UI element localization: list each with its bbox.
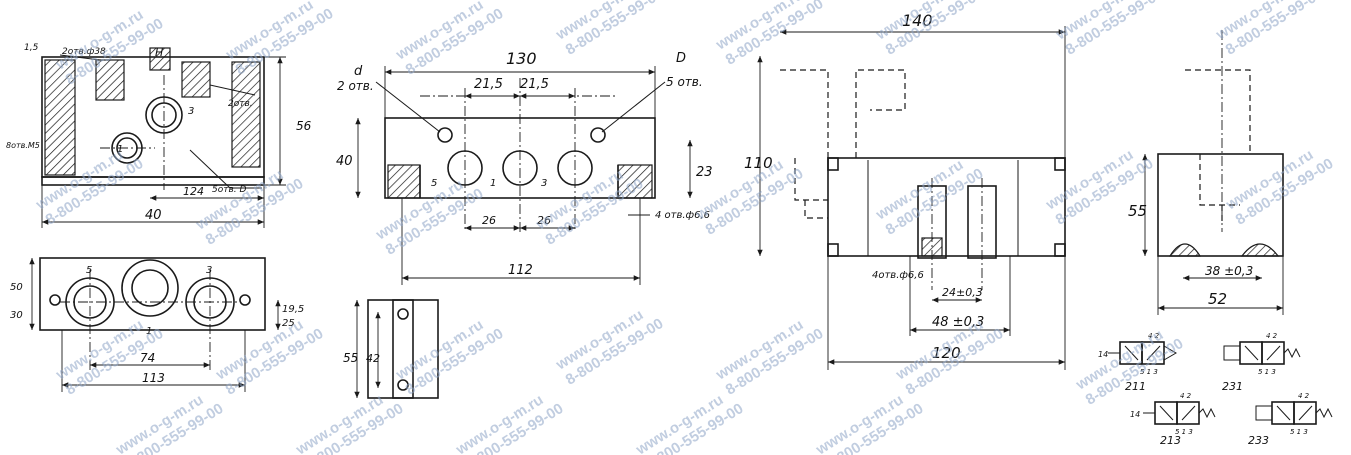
watermark-text: www.o-g-m.ru8-800-555-99-00 xyxy=(212,316,326,398)
dim-right-bottom: 120 xyxy=(932,344,961,362)
dim-right-pitch: 24±0,3 xyxy=(942,286,983,299)
watermark-text: www.o-g-m.ru8-800-555-99-00 xyxy=(452,391,566,455)
middle-subplate-view xyxy=(355,66,693,285)
port-5-label: 5 xyxy=(86,265,92,276)
symbol-213 xyxy=(1143,401,1216,425)
symbol-211 xyxy=(1108,341,1177,365)
symbol-211-bottom: 5 1 3 xyxy=(1140,368,1158,376)
mid-port-3: 3 xyxy=(541,178,547,189)
dim-far-height: 55 xyxy=(1128,202,1147,220)
dim-h-right2: 25 xyxy=(282,318,295,329)
callout-d: d xyxy=(354,64,363,79)
watermark-text: www.o-g-m.ru8-800-555-99-00 xyxy=(712,316,826,398)
dim-left-height: 56 xyxy=(296,119,312,133)
dim-far-pitch: 38 ±0,3 xyxy=(1205,264,1253,278)
callout-D-count: 5 отв. xyxy=(666,75,703,89)
dim-left-width: 40 xyxy=(145,208,162,223)
right-valve-view xyxy=(757,26,1066,370)
dim-overall-113: 113 xyxy=(142,371,165,385)
symbol-211-left: 14 xyxy=(1098,350,1108,359)
symbol-code-231: 231 xyxy=(1222,380,1243,393)
watermark-text: www.o-g-m.ru8-800-555-99-00 xyxy=(1212,0,1326,59)
watermark-text: www.o-g-m.ru8-800-555-99-00 xyxy=(1052,0,1166,59)
watermark-text: www.o-g-m.ru8-800-555-99-00 xyxy=(712,0,826,69)
far-right-view xyxy=(1142,30,1284,315)
symbol-233 xyxy=(1255,401,1333,425)
callout-d-count: 2 отв. xyxy=(337,79,374,93)
dim-center-spacing: 74 xyxy=(140,351,155,365)
dim-small-inner: 42 xyxy=(366,352,380,365)
watermark-text: www.o-g-m.ru8-800-555-99-00 xyxy=(192,166,306,248)
dim-mid-top: 130 xyxy=(506,49,537,68)
dim-mid-bottom: 112 xyxy=(508,263,533,278)
symbol-code-233: 233 xyxy=(1248,434,1269,447)
callout-left-a: 8отв.М5 xyxy=(6,141,40,150)
symbol-231 xyxy=(1223,341,1301,365)
symbol-213-top: 4 2 xyxy=(1180,392,1192,400)
symbol-code-213: 213 xyxy=(1160,434,1181,447)
symbol-code-211: 211 xyxy=(1125,380,1146,393)
dim-h-right: 19,5 xyxy=(282,304,304,315)
callout-D: D xyxy=(676,51,686,66)
dim-h-left: 50 xyxy=(10,282,23,293)
watermark-text: www.o-g-m.ru8-800-555-99-00 xyxy=(112,391,226,455)
callout-bottom: 5отв. D xyxy=(212,185,247,195)
watermark-text: www.o-g-m.ru8-800-555-99-00 xyxy=(222,0,336,79)
callout-mount-holes-mid: 4 отв.ф6,6 xyxy=(655,210,710,221)
dim-pitch-b: 21,5 xyxy=(520,77,549,92)
port-label-3: 3 xyxy=(188,106,194,117)
symbol-233-bottom: 5 1 3 xyxy=(1290,428,1308,436)
dim-right-span: 48 ±0,3 xyxy=(932,315,984,330)
watermark-text: www.o-g-m.ru8-800-555-99-00 xyxy=(392,0,506,79)
middle-small-view xyxy=(354,299,439,399)
port-label-1: 1 xyxy=(117,144,123,155)
dim-h-left2: 30 xyxy=(10,310,23,321)
symbol-213-left: 14 xyxy=(1130,410,1140,419)
callout-top: 2отв.ф38 xyxy=(62,47,106,57)
left-plan-view xyxy=(29,257,281,392)
dim-far-width: 52 xyxy=(1208,290,1227,308)
watermark-text: www.o-g-m.ru8-800-555-99-00 xyxy=(392,316,506,398)
mid-port-5: 5 xyxy=(431,178,437,189)
watermark-text: www.o-g-m.ru8-800-555-99-00 xyxy=(552,0,666,59)
callout-right: 2отв. xyxy=(228,99,253,109)
dim-small-outer: 55 xyxy=(343,351,358,365)
watermark-text: www.o-g-m.ru8-800-555-99-00 xyxy=(552,306,666,388)
dim-mid-right: 23 xyxy=(696,165,713,180)
port-1-label: 1 xyxy=(146,326,152,337)
symbol-211-top: 4 2 xyxy=(1148,332,1160,340)
symbol-231-bottom: 5 1 3 xyxy=(1258,368,1276,376)
dim-hole-b: 26 xyxy=(537,214,551,227)
watermark-text: www.o-g-m.ru8-800-555-99-00 xyxy=(872,156,986,238)
port-3-label: 3 xyxy=(206,265,212,276)
watermark-text: www.o-g-m.ru8-800-555-99-00 xyxy=(1222,146,1336,228)
watermark-text: www.o-g-m.ru8-800-555-99-00 xyxy=(872,0,986,59)
dim-hole-a: 26 xyxy=(482,214,496,227)
dim-left-inner: 124 xyxy=(183,185,204,198)
watermark-text: www.o-g-m.ru8-800-555-99-00 xyxy=(1072,326,1186,408)
mid-port-1: 1 xyxy=(490,178,496,189)
dim-mid-height: 40 xyxy=(336,154,353,169)
dim-pitch-a: 21,5 xyxy=(474,77,503,92)
dim-right-height: 110 xyxy=(744,154,773,172)
symbol-213-bottom: 5 1 3 xyxy=(1175,428,1193,436)
dim-right-top: 140 xyxy=(902,11,933,30)
symbol-231-top: 4 2 xyxy=(1266,332,1278,340)
watermark-text: www.o-g-m.ru8-800-555-99-00 xyxy=(292,391,406,455)
callout-left-b: 1,5 xyxy=(24,43,39,53)
mark-h: H xyxy=(155,46,163,59)
symbol-233-top: 4 2 xyxy=(1298,392,1310,400)
left-section-view xyxy=(41,47,286,228)
callout-mount-holes-right: 4отв.ф6,6 xyxy=(872,270,924,281)
